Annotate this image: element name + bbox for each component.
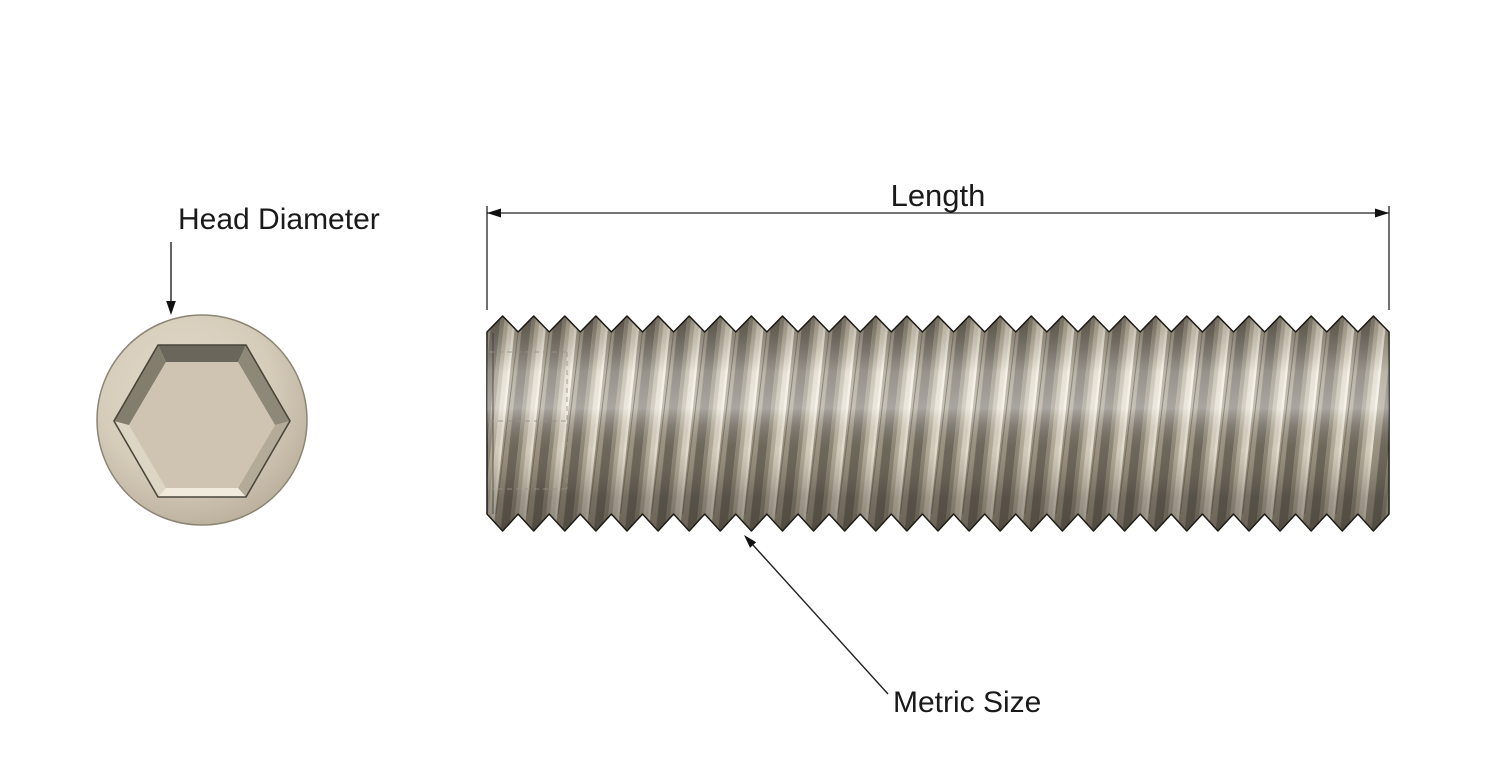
hex-socket-outline <box>113 344 291 498</box>
length-label: Length <box>891 178 986 213</box>
metric-size-arrowhead-icon <box>744 535 757 548</box>
metric-size-annotation: Metric Size <box>744 535 1041 719</box>
head-diameter-annotation: Head Diameter <box>166 203 380 315</box>
head-diameter-arrowhead-icon <box>166 301 176 315</box>
metric-size-leader-line <box>752 544 889 695</box>
head-diameter-label: Head Diameter <box>178 203 380 236</box>
length-arrowhead-left-icon <box>487 208 501 218</box>
hex-chamfer-bottom-left <box>114 421 166 497</box>
length-dimension: Length <box>486 178 1390 310</box>
hex-chamfer-bottom-right <box>238 421 290 497</box>
thread-crest-lines <box>495 331 1359 515</box>
hex-chamfer-bottom <box>158 488 246 497</box>
hex-chamfer-top-right <box>238 345 290 425</box>
threaded-body-side-view <box>486 315 1390 532</box>
hex-socket-floor <box>129 362 275 488</box>
hex-chamfer-top-left <box>114 345 166 425</box>
head-end-view <box>96 314 308 526</box>
rod-shading-overlay <box>487 316 1389 531</box>
metric-size-label: Metric Size <box>893 686 1041 719</box>
hex-chamfer-top <box>158 345 246 362</box>
length-arrowhead-right-icon <box>1375 208 1389 218</box>
